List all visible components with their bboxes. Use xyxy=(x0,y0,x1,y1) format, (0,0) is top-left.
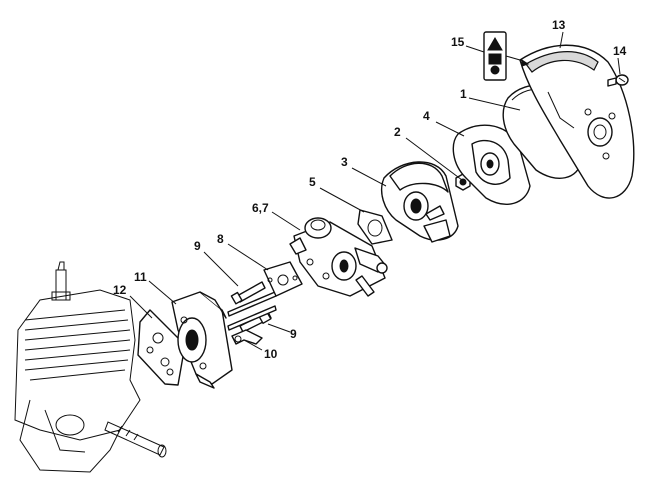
callout-10: 10 xyxy=(264,347,278,361)
callout-1: 1 xyxy=(460,87,467,101)
gasket-part-8 xyxy=(263,261,303,297)
callout-8: 8 xyxy=(217,232,224,246)
callout-4: 4 xyxy=(423,109,430,123)
leader-lines xyxy=(129,31,621,351)
engine-block xyxy=(14,261,167,473)
callout-9-bottom: 9 xyxy=(290,327,297,341)
filter-cover-part-13 xyxy=(519,44,635,199)
gasket-part-5 xyxy=(357,209,393,245)
manifold-part-11 xyxy=(171,291,233,389)
filter-holder-part-4 xyxy=(452,124,531,205)
screws-part-9 xyxy=(227,281,277,333)
callout-9-top: 9 xyxy=(194,239,201,253)
callout-11: 11 xyxy=(134,270,147,284)
screw-part-14 xyxy=(607,74,629,87)
callout-labels: 1 2 3 4 5 6,7 8 9 9 10 11 12 13 14 15 xyxy=(113,18,627,361)
callout-14: 14 xyxy=(613,44,627,58)
callout-3: 3 xyxy=(341,155,348,169)
carburetor-part-6-7 xyxy=(289,217,388,297)
callout-13: 13 xyxy=(552,18,566,32)
warning-label-part-15 xyxy=(483,31,530,81)
bracket-part-10 xyxy=(231,329,263,345)
filter-base-part-3 xyxy=(380,161,459,243)
callout-5: 5 xyxy=(309,175,316,189)
callout-15: 15 xyxy=(451,35,465,49)
callout-2: 2 xyxy=(394,125,401,139)
callout-6-7: 6,7 xyxy=(252,201,269,215)
callout-12: 12 xyxy=(113,283,127,297)
